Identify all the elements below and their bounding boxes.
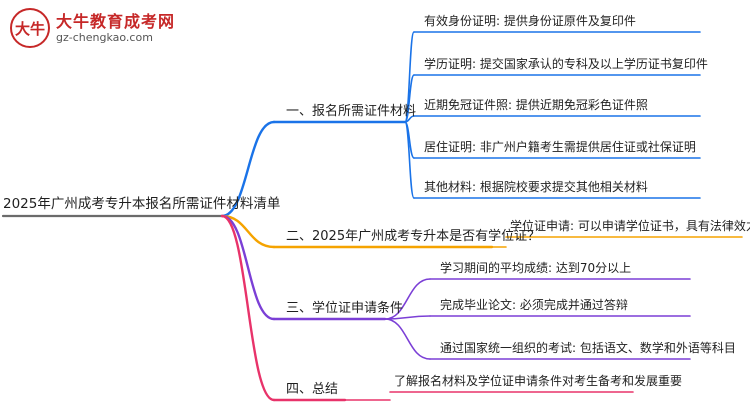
leaf-label: 居住证明: 非广州户籍考生需提供居住证或社保证明 [424, 139, 696, 154]
leaf-label: 完成毕业论文: 必须完成并通过答辩 [440, 297, 628, 312]
logo-url: gz-chengkao.com [56, 31, 153, 44]
branch-label: 三、学位证申请条件 [286, 300, 403, 316]
label-layer: 2025年广州成考专升本报名所需证件材料清单 一、报名所需证件材料 有效身份证明: … [3, 13, 750, 397]
leaf-label: 通过国家统一组织的考试: 包括语文、数学和外语等科目 [440, 340, 736, 355]
root-to-branch-connector [220, 214, 276, 321]
leaf-label: 学习期间的平均成绩: 达到70分以上 [440, 260, 631, 275]
connector-layer [1, 31, 743, 402]
leaf-label: 其他材料: 根据院校要求提交其他相关材料 [424, 179, 648, 194]
branch-label: 二、2025年广州成考专升本是否有学位证？ [286, 228, 540, 244]
branch-label: 四、总结 [286, 382, 338, 397]
root-label: 2025年广州成考专升本报名所需证件材料清单 [3, 196, 280, 212]
leaf-label: 学历证明: 提交国家承认的专科及以上学历证书复印件 [424, 56, 708, 71]
logo-seal-icon: 大牛 [10, 8, 50, 48]
watermark-logo: 大牛 大牛教育成考网 gz-chengkao.com [8, 6, 198, 52]
leaf-label: 学位证申请: 可以申请学位证书，具有法律效力 [510, 218, 750, 233]
branch-to-leaf-connector [404, 74, 415, 123]
leaf-label: 近期免冠证件照: 提供近期免冠彩色证件照 [424, 97, 648, 112]
root-to-branch-connector [220, 120, 276, 218]
branch-to-leaf-connector [404, 121, 415, 199]
logo-seal-text: 大牛 [14, 20, 45, 38]
root-to-branch-connector [220, 214, 276, 249]
root-to-branch-connector [220, 214, 276, 402]
branch-to-leaf-connector [384, 318, 431, 360]
leaf-label: 了解报名材料及学位证申请条件对考生备考和发展重要 [394, 373, 682, 388]
logo-site-name: 大牛教育成考网 [56, 12, 176, 31]
branch-label: 一、报名所需证件材料 [286, 103, 416, 119]
leaf-label: 有效身份证明: 提供身份证原件及复印件 [424, 13, 636, 28]
branch-to-leaf-connector [384, 278, 431, 320]
